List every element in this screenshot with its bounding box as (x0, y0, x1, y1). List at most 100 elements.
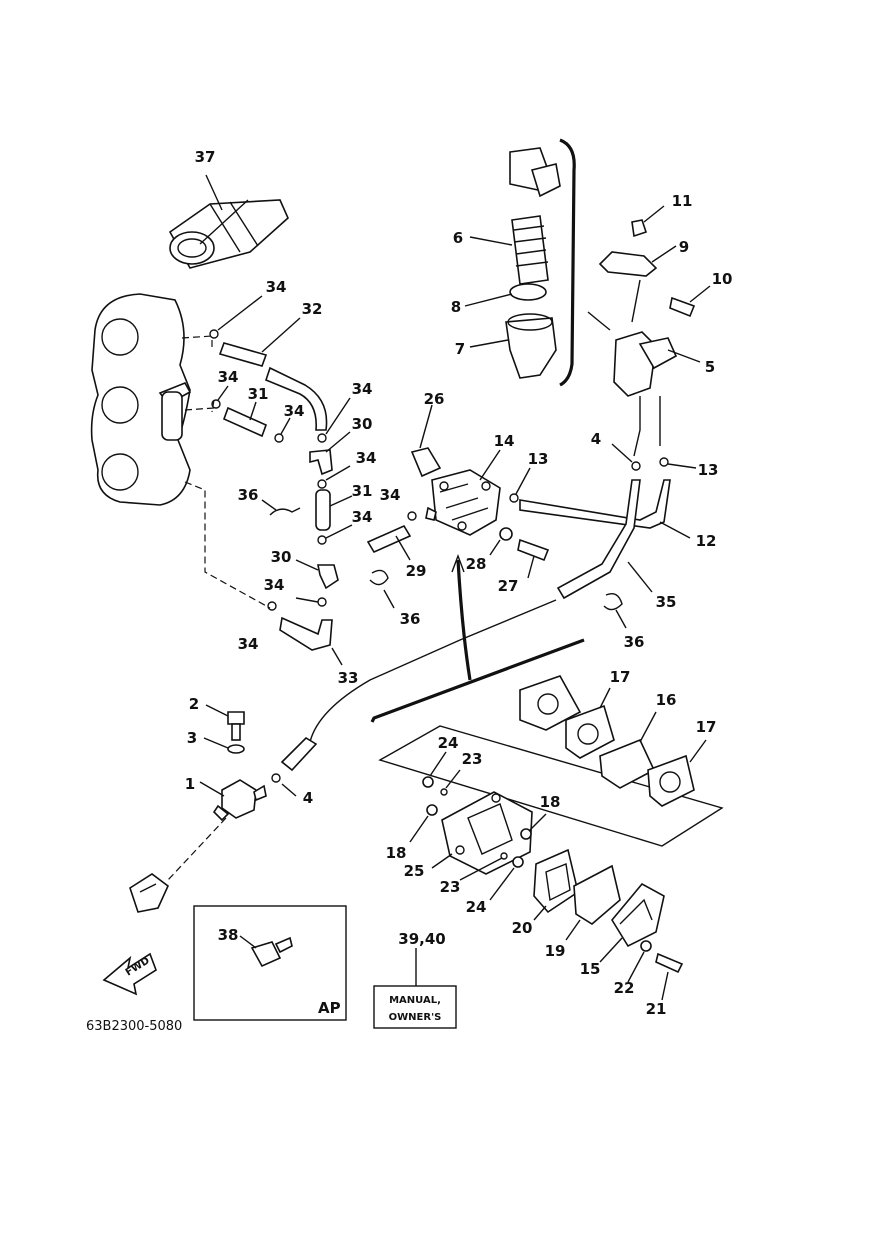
gasket-17c (647, 739, 707, 807)
label-12: 12 (696, 532, 717, 550)
label-38: 38 (218, 926, 239, 944)
label-22: 22 (614, 979, 635, 997)
label-36: 36 (624, 633, 645, 651)
label-13: 13 (528, 450, 549, 468)
washer-3 (203, 737, 245, 754)
fittings-18-23-24 (409, 751, 547, 901)
hose-route-line (181, 335, 271, 609)
label-19: 19 (545, 942, 566, 960)
hose-31-lower (315, 489, 353, 531)
hose-29 (366, 524, 412, 561)
pump-cover-15 (599, 882, 665, 963)
part-labels: 37 34 32 34 31 34 34 30 34 31 36 34 34 3… (185, 148, 733, 1018)
gasket-17a (519, 675, 582, 731)
label-18: 18 (386, 844, 407, 862)
bolt-27 (517, 538, 550, 579)
label-14: 14 (494, 432, 515, 450)
label-23: 23 (462, 750, 483, 768)
clip-4-upper (611, 443, 641, 471)
fwd-arrow: FWD (102, 952, 157, 996)
screw-21 (655, 952, 684, 1001)
label-15: 15 (580, 960, 601, 978)
label-2: 2 (189, 695, 199, 713)
label-10: 10 (712, 270, 733, 288)
joint-1 (199, 779, 267, 822)
label-24: 24 (466, 898, 487, 916)
nut-11 (631, 205, 665, 238)
part-37-filter-sleeve (168, 174, 289, 269)
label-20: 20 (512, 919, 533, 937)
label-35: 35 (656, 593, 677, 611)
fuel-pump-14 (410, 404, 501, 536)
pump-pointer-arrow (456, 559, 472, 681)
label-29: 29 (406, 562, 427, 580)
hose-32 (218, 317, 328, 431)
hose-12 (519, 479, 691, 539)
joint-30-upper (309, 431, 351, 476)
gasket-20 (533, 848, 579, 921)
label-31: 31 (248, 385, 269, 403)
label-6: 6 (453, 229, 463, 247)
label-30: 30 (271, 548, 292, 566)
label-8: 8 (451, 298, 461, 316)
label-28: 28 (466, 555, 487, 573)
ap-label: AP (318, 999, 341, 1017)
label-34: 34 (284, 402, 305, 420)
pump-group-bracket (370, 638, 585, 723)
label-17: 17 (696, 718, 717, 736)
ap-box: AP (193, 905, 347, 1021)
label-23: 23 (440, 878, 461, 896)
gasket-17b (565, 687, 615, 759)
fuel-filter-inset (464, 138, 576, 387)
bolt-2 (205, 704, 245, 741)
label-37: 37 (195, 148, 216, 166)
connector-plug (129, 873, 169, 913)
label-31: 31 (352, 482, 373, 500)
hose-33 (279, 616, 343, 666)
label-1: 1 (185, 775, 195, 793)
hose-4-lower (271, 736, 318, 797)
label-34: 34 (238, 635, 259, 653)
label-39-40: 39,40 (398, 930, 445, 948)
connector-route-line (167, 817, 227, 881)
label-27: 27 (498, 577, 519, 595)
drawing-code: 63B2300-5080 (86, 1019, 182, 1034)
diaphragm-16 (599, 711, 657, 789)
clamp-36-set (261, 499, 627, 629)
hose-35 (556, 479, 653, 600)
diaphragm-19 (565, 864, 621, 941)
label-3: 3 (187, 729, 197, 747)
label-17: 17 (610, 668, 631, 686)
label-26: 26 (424, 390, 445, 408)
label-34: 34 (352, 508, 373, 526)
washer-22 (627, 940, 652, 983)
label-24: 24 (438, 734, 459, 752)
pump-kit-frame (378, 725, 724, 847)
label-5: 5 (705, 358, 715, 376)
label-25: 25 (404, 862, 425, 880)
label-9: 9 (679, 238, 689, 256)
label-18: 18 (540, 793, 561, 811)
label-34: 34 (218, 368, 239, 386)
label-34: 34 (264, 576, 285, 594)
fuel-filter-5 (587, 279, 701, 457)
label-11: 11 (672, 192, 693, 210)
label-36: 36 (400, 610, 421, 628)
pump-body-25 (431, 791, 533, 875)
label-34: 34 (380, 486, 401, 504)
joint-30-lower (295, 559, 339, 590)
hose-31-upper (222, 401, 268, 438)
label-21: 21 (646, 1000, 667, 1018)
clip-34-set (209, 295, 417, 611)
owners-manual-box: MANUAL, OWNER'S (373, 948, 457, 1029)
label-4: 4 (591, 430, 601, 448)
label-30: 30 (352, 415, 373, 433)
label-13: 13 (698, 461, 719, 479)
cylinder-block-outline (90, 293, 192, 506)
label-7: 7 (455, 340, 465, 358)
manual-line1: MANUAL, (389, 995, 441, 1006)
hose-to-pump-route (309, 599, 557, 743)
clip-13 (509, 457, 697, 503)
